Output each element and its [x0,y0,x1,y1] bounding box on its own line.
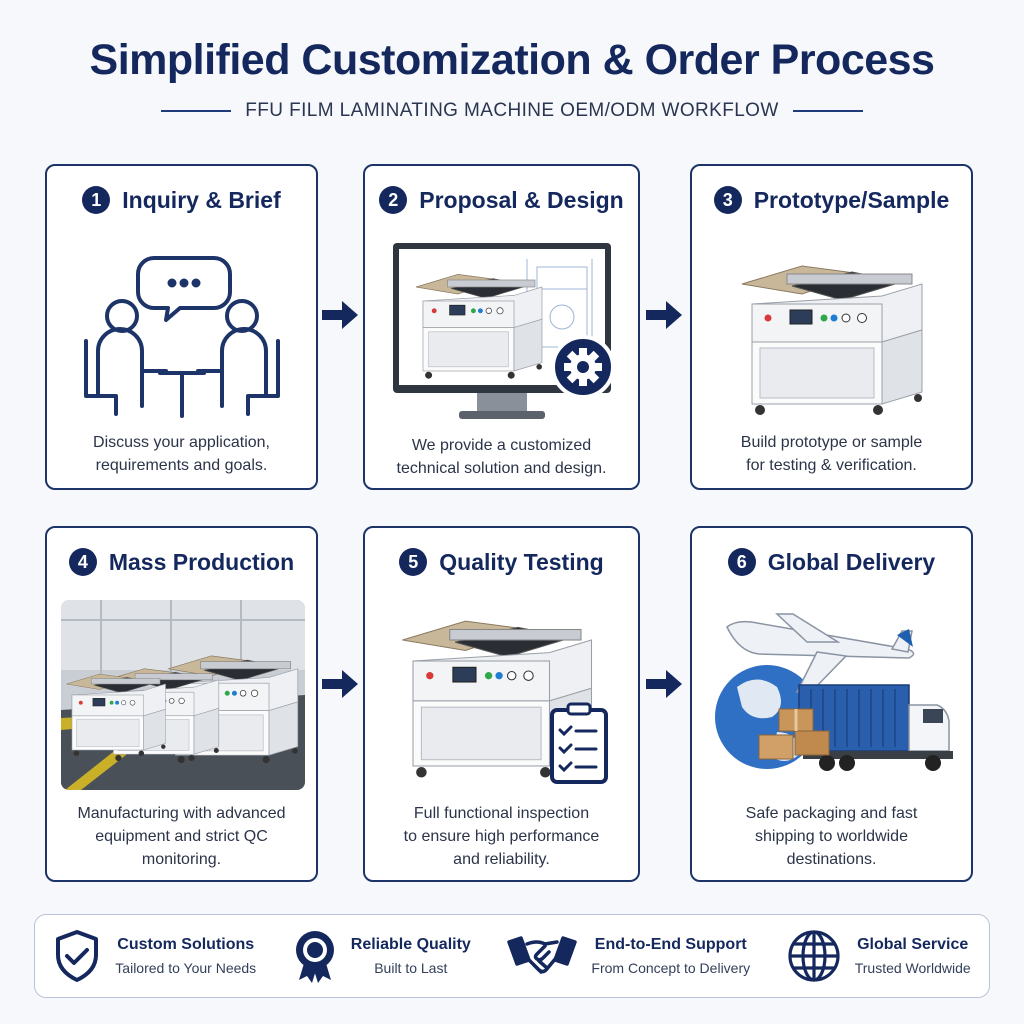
step-description-line: Manufacturing with advanced [77,805,286,822]
monitor-design-icon [379,236,624,431]
feature-title: Global Service [857,936,969,953]
step-description-line: Full functional inspection [413,805,590,822]
checklist-icon [549,702,608,784]
machine-image [706,236,957,431]
step-description-line: to ensure high performance [403,828,600,845]
feature-title: End-to-End Support [594,936,747,953]
step-description-line: for testing & verification. [746,457,917,474]
step-title: Inquiry & Brief [122,186,281,213]
handshake-icon [507,936,578,974]
step-number-badge: 6 [727,548,756,576]
step-header: 5 Quality Testing [365,548,638,576]
step-number-badge: 5 [399,548,428,576]
feature-subtitle: Trusted Worldwide [854,960,971,976]
step-number-badge: 4 [68,548,97,576]
step-title: Prototype/Sample [753,186,950,213]
step-description-line: Build prototype or sample [740,434,923,451]
page-subtitle: FFU FILM LAMINATING MACHINE OEM/ODM WORK… [245,100,779,121]
meeting-icon [61,236,302,431]
step-description-line: monitoring. [141,851,222,868]
feature-subtitle: Tailored to Your Needs [115,960,257,976]
step-description-line: and reliability. [453,851,550,868]
award-ribbon-icon [295,931,334,983]
step-header: 6 Global Delivery [692,548,971,576]
feature-title: Reliable Quality [350,936,471,953]
arrow-right-icon [646,670,682,698]
step-header: 2 Proposal & Design [365,186,638,214]
step-description-line: shipping to worldwide [755,828,908,845]
step-description: Safe packaging and fast shipping to worl… [702,802,961,871]
step-description-line: equipment and strict QC [95,828,268,845]
step-description: Manufacturing with advanced equipment an… [57,802,306,871]
globe-icon [788,930,840,982]
step-card-1: 1 Inquiry & Brief Discuss your applicati… [45,164,318,490]
step-description-line: Safe packaging and fast [745,805,918,822]
subtitle-rule-left [161,110,232,112]
step-header: 4 Mass Production [47,548,316,576]
step-description-line: requirements and goals. [95,457,268,474]
step-description-line: We provide a customized [411,437,592,454]
step-description: Build prototype or sample for testing & … [702,431,961,477]
step-number-badge: 3 [713,186,742,214]
feature-global-service: Global Service Trusted Worldwide [787,929,971,983]
features-bar: Custom Solutions Tailored to Your Needs … [34,914,990,998]
step-description-line: Discuss your application, [93,434,270,451]
step-card-3: 3 Prototype/Sample Build prototype or sa… [690,164,973,490]
delivery-icon [706,592,957,802]
step-card-4: 4 Mass Production Manufacturing with adv… [45,526,318,882]
feature-subtitle: From Concept to Delivery [591,960,751,976]
step-number-badge: 2 [379,186,408,214]
step-title: Proposal & Design [419,186,624,213]
arrow-right-icon [322,301,358,329]
step-card-6: 6 Global Delivery [690,526,973,882]
step-description-line: technical solution and design. [396,460,607,477]
step-card-5: 5 Quality Testing Full functional inspec… [363,526,640,882]
step-description: Full functional inspection to ensure hig… [375,802,628,871]
arrow-right-icon [646,301,682,329]
arrow-right-icon [322,670,358,698]
factory-image [61,600,305,790]
step-number-badge: 1 [82,186,111,214]
step-header: 1 Inquiry & Brief [47,186,316,214]
feature-reliable-quality: Reliable Quality Built to Last [293,928,471,984]
step-description: Discuss your application, requirements a… [57,431,306,477]
step-title: Mass Production [108,548,295,575]
subtitle-row: FFU FILM LAMINATING MACHINE OEM/ODM WORK… [0,100,1024,122]
machine-image [379,592,624,802]
feature-custom-solutions: Custom Solutions Tailored to Your Needs [53,929,256,983]
step-title: Quality Testing [439,548,604,575]
feature-end-to-end-support: End-to-End Support From Concept to Deliv… [507,932,750,980]
step-title: Global Delivery [767,548,936,575]
step-header: 3 Prototype/Sample [692,186,971,214]
feature-subtitle: Built to Last [374,960,448,976]
step-description-line: destinations. [786,851,877,868]
shield-check-icon [56,930,99,982]
step-description: We provide a customized technical soluti… [375,434,628,480]
step-card-2: 2 Proposal & Design [363,164,640,490]
subtitle-rule-right [792,110,863,112]
page-title: Simplified Customization & Order Process [89,36,935,84]
feature-title: Custom Solutions [117,936,255,953]
